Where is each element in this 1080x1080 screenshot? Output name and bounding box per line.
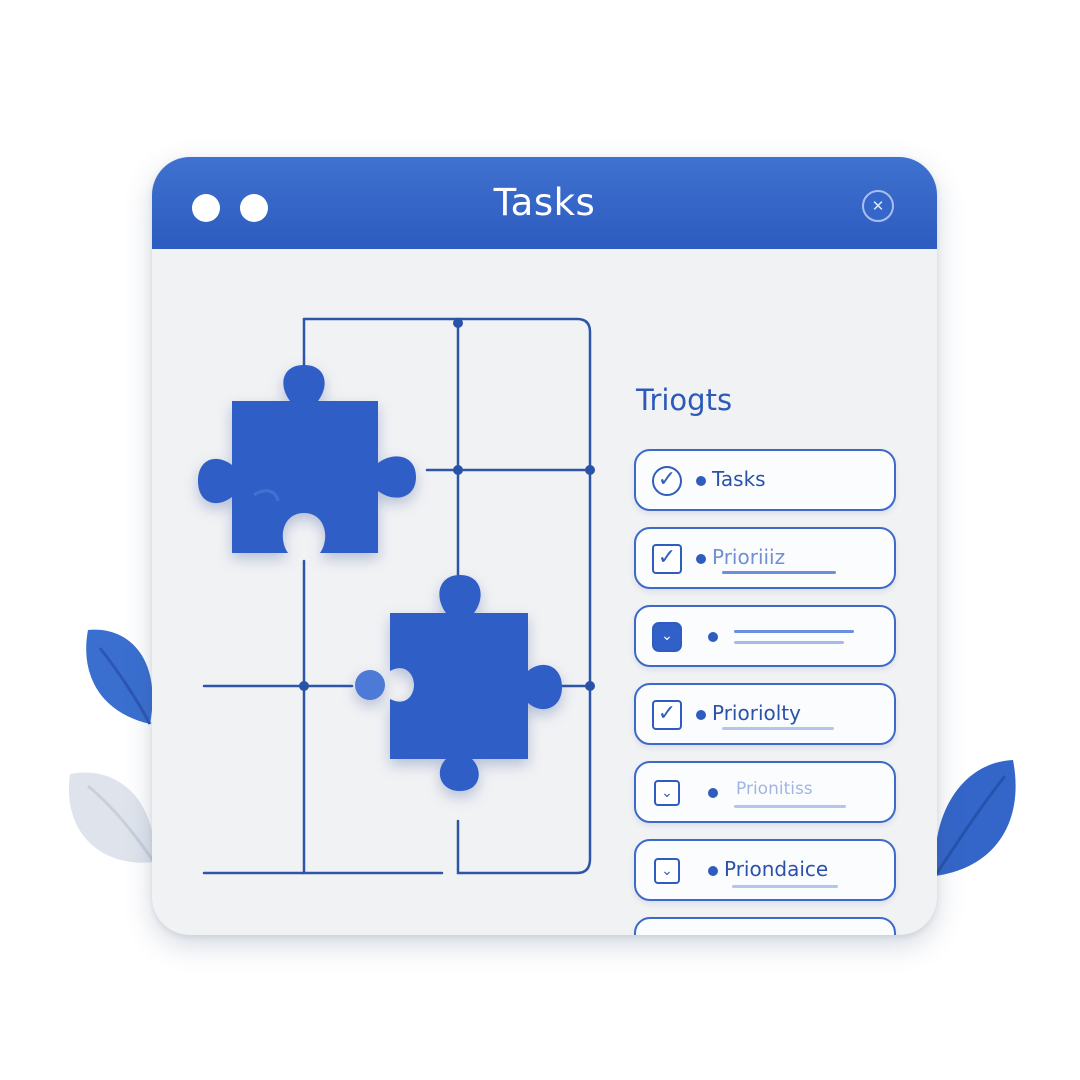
- leaf-decoration: [933, 760, 1016, 877]
- task-label: Tasks: [712, 467, 766, 491]
- placeholder-line: [722, 571, 836, 574]
- puzzle-piece-icon[interactable]: [194, 355, 424, 555]
- close-button[interactable]: ✕: [862, 190, 894, 222]
- checkbox-checked-icon[interactable]: ✓: [652, 544, 682, 574]
- task-item[interactable]: ✓ Tasks: [634, 449, 896, 511]
- bullet-icon: [708, 632, 718, 642]
- placeholder-line: [732, 885, 838, 888]
- bullet-icon: [696, 554, 706, 564]
- leaf-decoration: [68, 772, 156, 863]
- bullet-icon: [708, 866, 718, 876]
- panel-heading: Triogts: [636, 383, 733, 417]
- checkbox-filled-icon[interactable]: ⌄: [652, 622, 682, 652]
- task-label: Priondaice: [724, 857, 829, 881]
- placeholder-line: [734, 641, 844, 644]
- window-title: Tasks: [493, 181, 596, 224]
- placeholder-line: [734, 805, 846, 808]
- task-label: Prioriolty: [712, 701, 801, 725]
- close-icon: ✕: [871, 197, 885, 215]
- task-label: Prionitiss: [736, 779, 813, 799]
- window-dot[interactable]: [192, 194, 220, 222]
- puzzle-grid: [202, 317, 595, 875]
- task-item[interactable]: ⌄ Prionitiss: [634, 761, 896, 823]
- title-bar: Tasks ✕: [152, 157, 937, 249]
- bullet-icon: [696, 710, 706, 720]
- bullet-icon: [696, 476, 706, 486]
- task-label: Prioriiiz: [712, 545, 786, 569]
- task-item[interactable]: ⌄ Priondaice: [634, 839, 896, 901]
- placeholder-line: [734, 630, 854, 633]
- puzzle-piece-icon[interactable]: [348, 567, 578, 797]
- app-window: Tasks ✕: [152, 157, 937, 935]
- task-list: ✓ Tasks ✓ Prioriiiz ⌄: [634, 449, 898, 935]
- checkbox-small-icon[interactable]: ⌄: [654, 858, 680, 884]
- task-item[interactable]: ⌄: [634, 605, 896, 667]
- board-area: Triogts ✓ Tasks ✓ Prioriiiz ⌄: [152, 249, 937, 935]
- placeholder-line: [722, 727, 834, 730]
- task-item[interactable]: ✓ Prioriolty: [634, 683, 896, 745]
- task-item[interactable]: ·: [634, 917, 896, 935]
- window-dot[interactable]: [240, 194, 268, 222]
- leaf-decoration: [86, 629, 153, 725]
- checkmark-circle-icon[interactable]: ✓: [652, 466, 682, 496]
- checkbox-small-icon[interactable]: ⌄: [654, 780, 680, 806]
- task-item[interactable]: ✓ Prioriiiz: [634, 527, 896, 589]
- bullet-icon: [708, 788, 718, 798]
- checkbox-checked-icon[interactable]: ✓: [652, 700, 682, 730]
